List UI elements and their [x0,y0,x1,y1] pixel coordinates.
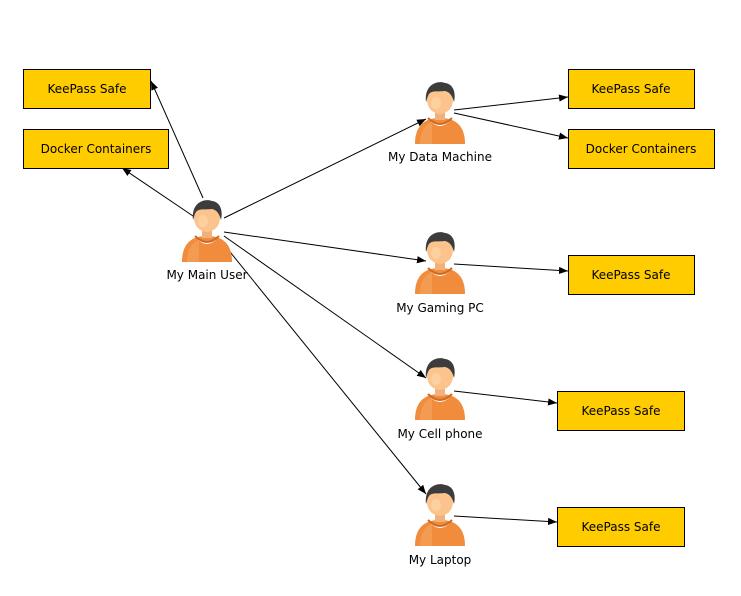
edge-gaming-to-gaming-keepass [453,263,569,275]
edge-laptop-to-laptop-keepass [453,515,558,526]
box-label: Docker Containers [41,142,152,156]
box-label: KeePass Safe [592,268,671,282]
box-label: KeePass Safe [592,82,671,96]
actor-data: My Data Machine [388,81,492,164]
edges-layer [121,80,569,526]
nodes-layer: KeePass Safe Docker Containers KeePass S… [23,69,715,567]
actor-label: My Gaming PC [396,301,484,315]
user-icon [414,483,466,546]
user-icon [181,199,233,262]
box-label: KeePass Safe [48,82,127,96]
edge-main-to-laptop [221,241,427,495]
box-cell-keepass: KeePass Safe [557,391,685,431]
box-label: KeePass Safe [582,520,661,534]
edge-data-to-data-docker [453,112,569,140]
actor-label: My Main User [166,268,247,282]
actor-main: My Main User [166,199,248,282]
box-gaming-keepass: KeePass Safe [568,255,695,295]
actor-gaming: My Gaming PC [396,231,484,315]
user-icon [414,231,466,294]
actor-label: My Cell phone [397,427,482,441]
edge-main-to-gaming [223,231,427,264]
edge-main-to-data [223,118,427,219]
actor-cell: My Cell phone [397,357,483,441]
user-icon [414,81,466,144]
box-label: Docker Containers [586,142,697,156]
edge-main-to-main-keepass [150,80,204,199]
box-label: KeePass Safe [582,404,661,418]
box-main-keepass: KeePass Safe [23,69,151,109]
user-icon [414,357,466,420]
box-data-docker: Docker Containers [568,129,715,169]
actor-laptop: My Laptop [409,483,472,567]
edge-data-to-data-keepass [453,94,569,111]
edge-main-to-cell [223,235,427,379]
actor-label: My Laptop [409,553,472,567]
box-data-keepass: KeePass Safe [568,69,695,109]
box-laptop-keepass: KeePass Safe [557,507,685,547]
actor-label: My Data Machine [388,150,492,164]
box-main-docker: Docker Containers [23,129,169,169]
edge-main-to-main-docker [121,167,197,219]
edge-cell-to-cell-keepass [453,390,558,406]
